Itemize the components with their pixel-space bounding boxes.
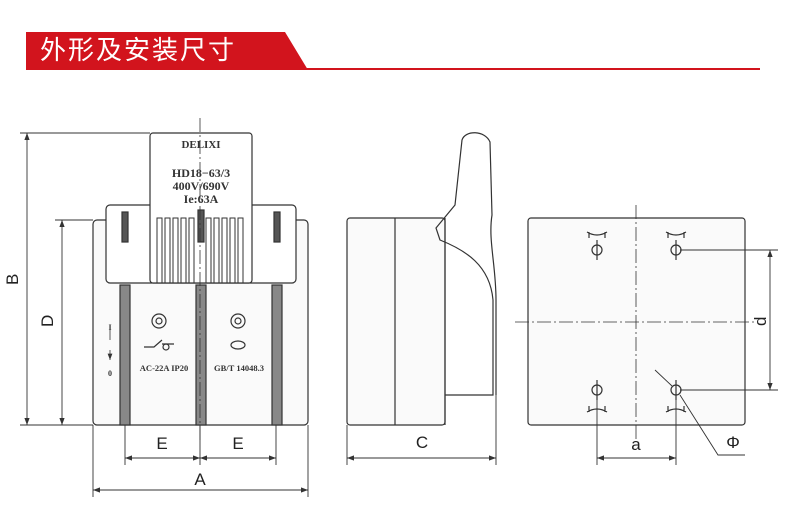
dim-A: A — [194, 470, 206, 489]
position-off-label: 0 — [108, 369, 112, 378]
dim-d: d — [751, 317, 770, 326]
header-underline — [306, 68, 760, 70]
dim-a: a — [631, 435, 641, 454]
dim-phi: Φ — [726, 433, 740, 452]
brand-logo: DELIXI — [181, 139, 220, 151]
dim-D: D — [38, 315, 57, 327]
dim-C: C — [416, 433, 428, 452]
dim-E-right: E — [232, 434, 243, 453]
dim-E-left: E — [156, 434, 167, 453]
dim-B: B — [3, 274, 22, 285]
standard-label: GB/T 14048.3 — [214, 363, 264, 373]
position-on-label: I — [108, 323, 111, 332]
mounting-view — [515, 205, 758, 440]
section-title: 外形及安装尺寸 — [40, 36, 237, 66]
rating-label: AC-22A IP20 — [140, 363, 188, 373]
voltage-label: 400V/690V — [173, 179, 230, 193]
current-label: Ie:63A — [184, 192, 219, 206]
front-view — [92, 118, 309, 440]
model-label: HD18−63/3 — [172, 166, 230, 180]
section-header-band — [26, 32, 308, 70]
side-view — [346, 132, 497, 426]
